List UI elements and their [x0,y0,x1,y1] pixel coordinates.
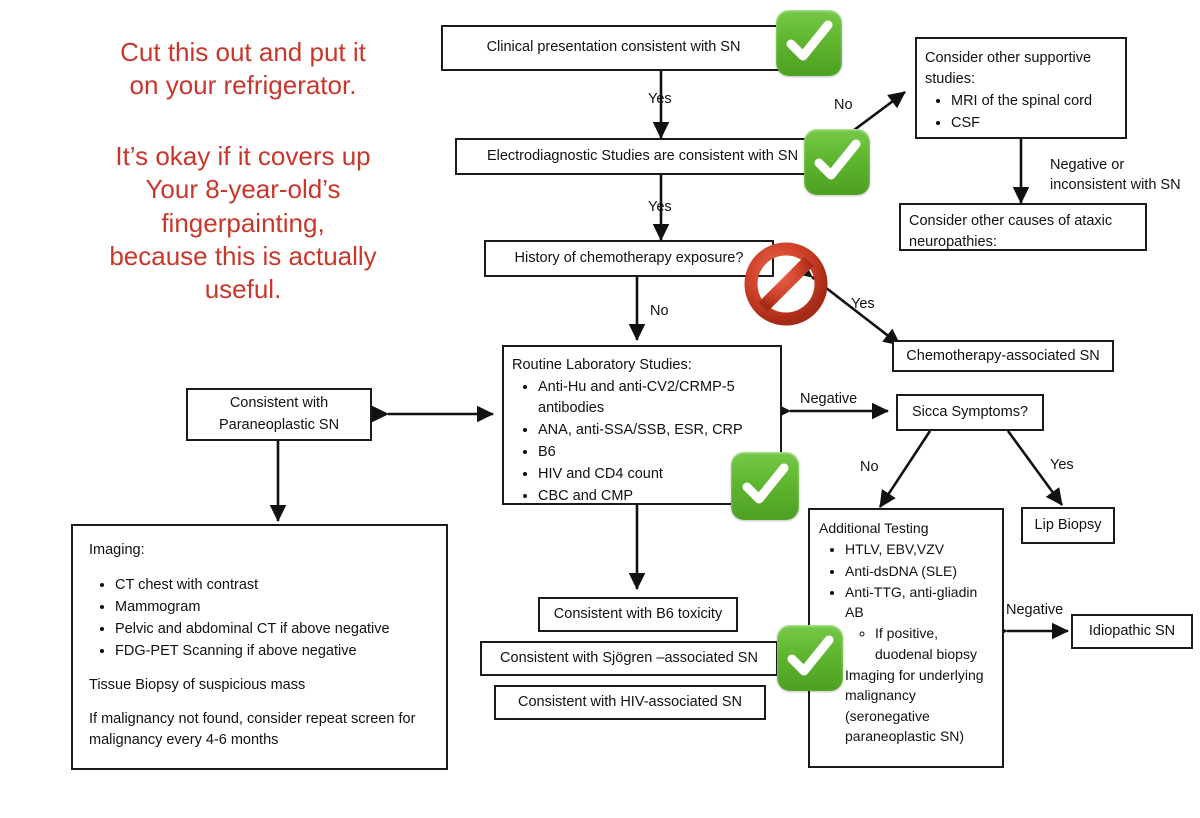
list-item: Pelvic and abdominal CT if above negativ… [115,619,430,640]
no-entry-icon [744,242,828,326]
green-check-icon [804,129,870,195]
list-item: CBC and CMP [538,486,772,507]
node-sicca-symptoms[interactable]: Sicca Symptoms? [896,394,1044,431]
edge-label-yes-sicca: Yes [1050,457,1074,473]
list-item: FDG-PET Scanning if above negative [115,641,430,662]
routine-labs-list: Anti-Hu and anti-CV2/CRMP-5 antibodies A… [512,377,772,507]
additional-testing-title: Additional Testing [819,520,929,536]
additional-testing-sublist: If positive, duodenal biopsy [845,623,993,664]
edge-label-no-edx: No [834,97,853,113]
poster-note-line1: Cut this out and put it on your refriger… [120,37,366,101]
node-electrodiagnostic[interactable]: Electrodiagnostic Studies are consistent… [455,138,830,175]
edge-label-negative-inconsistent: Negative or inconsistent with SN [1050,157,1181,193]
node-hiv-associated[interactable]: Consistent with HIV-associated SN [494,685,766,720]
edge-label-negative-idiopathic: Negative [1006,602,1064,618]
poster-note-line2: It’s okay if it covers up Your 8-year-ol… [109,141,377,305]
node-idiopathic[interactable]: Idiopathic SN [1071,614,1193,649]
list-item: Imaging for underlying malignancy (seron… [845,665,993,746]
arrow-sicca-additional [878,412,946,508]
edge-label-yes-edx: Yes [648,199,672,215]
list-item: Anti-TTG, anti-gliadin AB If positive, d… [845,582,993,664]
node-chemo-associated[interactable]: Chemotherapy-associated SN [892,340,1114,372]
list-item: ANA, anti-SSA/SSB, ESR, CRP [538,420,772,441]
list-subitem: If positive, duodenal biopsy [875,623,993,664]
node-b6-toxicity[interactable]: Consistent with B6 toxicity [538,597,738,632]
imaging-list: CT chest with contrast Mammogram Pelvic … [89,575,430,662]
node-lip-biopsy[interactable]: Lip Biopsy [1021,507,1115,544]
green-check-icon [731,452,799,520]
imaging-note-repeat: If malignancy not found, consider repeat… [89,711,416,749]
supportive-title: Consider other supportive studies: [925,50,1092,88]
node-chemo-history[interactable]: History of chemotherapy exposure? [484,240,774,277]
routine-labs-title: Routine Laboratory Studies: [512,357,692,373]
additional-testing-list: HTLV, EBV,VZV Anti-dsDNA (SLE) Anti-TTG,… [819,539,993,746]
list-item: CT chest with contrast [115,575,430,596]
node-routine-labs[interactable]: Routine Laboratory Studies: Anti-Hu and … [502,345,782,505]
supportive-list: MRI of the spinal cord CSF [925,91,1117,134]
green-check-icon [777,625,843,691]
imaging-title: Imaging: [89,542,145,558]
list-item: MRI of the spinal cord [951,91,1117,112]
edge-label-negative-labs: Negative [800,391,858,407]
node-supportive-studies[interactable]: Consider other supportive studies: MRI o… [915,37,1127,139]
list-item: HIV and CD4 count [538,464,772,485]
node-ataxic-neuropathies[interactable]: Consider other causes of ataxic neuropat… [899,203,1147,251]
list-item: HTLV, EBV,VZV [845,539,993,559]
node-sjogren[interactable]: Consistent with Sjögren –associated SN [480,641,778,676]
green-check-icon [776,10,842,76]
edge-label-yes-chemo: Yes [851,296,875,312]
edge-label-no-chemo: No [650,303,669,319]
list-item: Anti-Hu and anti-CV2/CRMP-5 antibodies [538,377,772,419]
edge-label-yes-clinical: Yes [648,91,672,107]
edge-label-no-sicca: No [860,459,879,475]
imaging-note-biopsy: Tissue Biopsy of suspicious mass [89,677,306,694]
list-item: Anti-dsDNA (SLE) [845,561,993,581]
node-imaging[interactable]: Imaging: CT chest with contrast Mammogra… [71,524,448,770]
list-item: Mammogram [115,597,430,618]
list-item: B6 [538,442,772,463]
list-item: CSF [951,113,1117,134]
node-paraneoplastic[interactable]: Consistent with Paraneoplastic SN [186,388,372,441]
list-item-text: Anti-TTG, anti-gliadin AB [845,583,978,621]
node-clinical-presentation[interactable]: Clinical presentation consistent with SN [441,25,786,71]
